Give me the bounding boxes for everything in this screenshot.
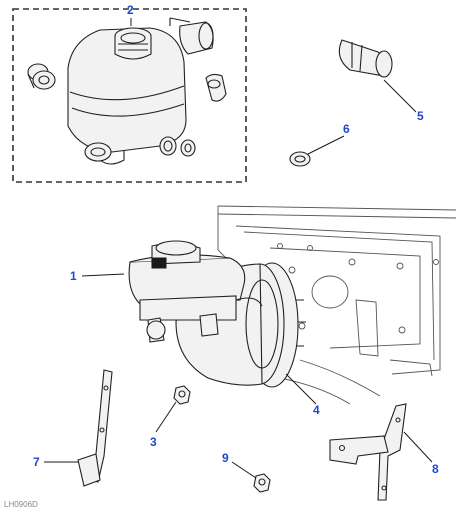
nut-item-3 [173,385,191,405]
nut-item-9 [253,473,271,493]
bracket-item-7 [77,369,113,487]
master-cylinder [128,240,263,343]
reservoir-seal-small-2 [180,139,196,157]
callout-4: 4 [313,403,320,417]
reservoir-grommet-left [27,63,56,90]
callout-7: 7 [33,455,40,469]
callout-2: 2 [127,3,134,17]
reservoir-elbow-connector [205,73,227,102]
bulkhead-panel [217,205,457,405]
fluid-reservoir [67,27,187,165]
callout-9: 9 [222,451,229,465]
leader-lines [44,18,433,479]
filter-element [338,39,393,78]
reservoir-strainer [169,17,214,55]
seal-ring [289,151,311,167]
callout-8: 8 [432,462,439,476]
callout-6: 6 [343,122,350,136]
figure-code: LH0906D [4,500,38,509]
callout-3: 3 [150,435,157,449]
callout-1: 1 [70,269,77,283]
callout-5: 5 [417,109,424,123]
reservoir-seal-large [84,142,112,162]
reservoir-kit-box [12,8,247,183]
reservoir-seal-small-1 [159,136,177,156]
bracket-item-8 [329,403,407,501]
